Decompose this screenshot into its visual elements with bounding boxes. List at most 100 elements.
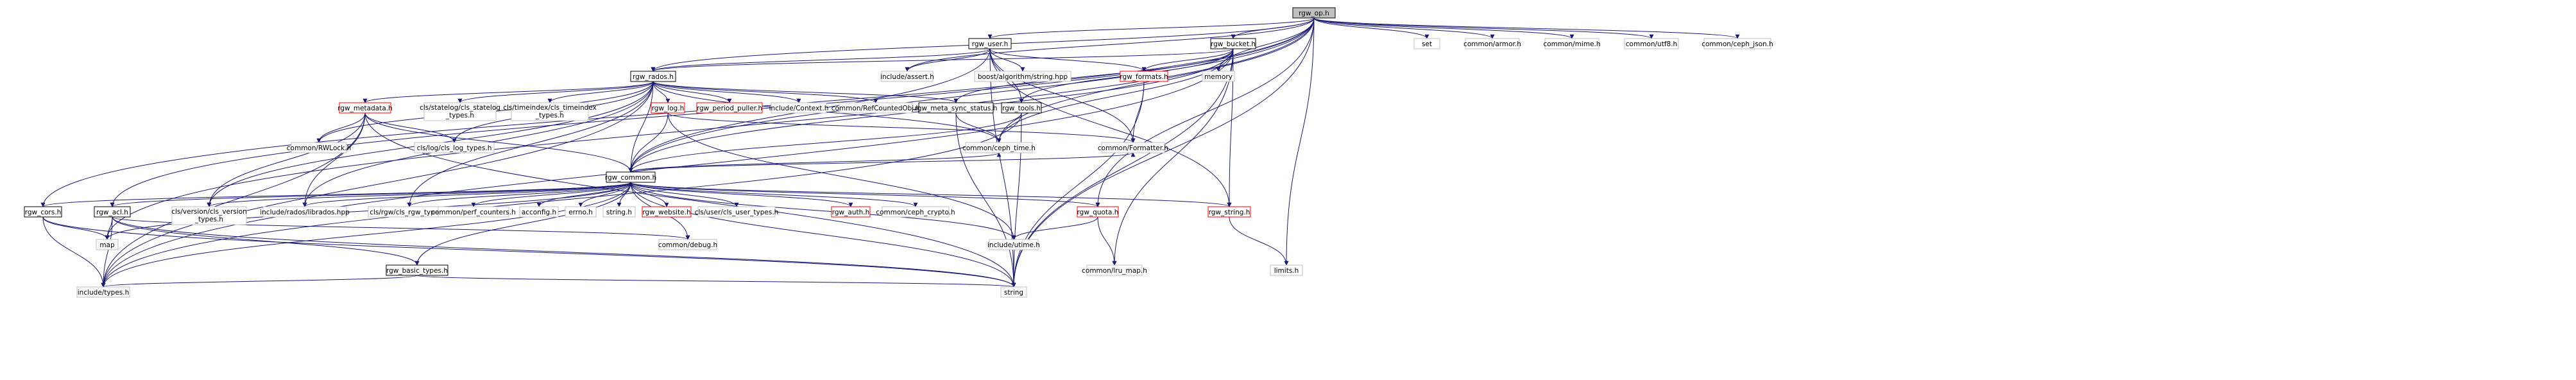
- node-lru-map: common/lru_map.h: [1082, 264, 1147, 276]
- edge-meta_sync-to-string: [955, 112, 1016, 288]
- node-rgw-cors[interactable]: rgw_cors.h: [24, 206, 62, 218]
- node-rgw-bucket[interactable]: rgw_bucket.h: [1210, 38, 1256, 49]
- node-ref-counted: common/RefCountedObj.h: [832, 102, 920, 114]
- edge-rgw_common-to-cls_rgw: [407, 182, 631, 207]
- edge-rgw_rados-to-rgw_common: [628, 81, 654, 173]
- node-timeindex: cls/timeindex/cls_timeindex_types.h: [503, 102, 597, 121]
- node-label: common/RefCountedObj.h: [832, 105, 920, 112]
- node-label: boost/algorithm/string.hpp: [978, 73, 1068, 81]
- edge-rgw_rados-to-timeindex: [547, 81, 654, 103]
- node-perf-counters: common/perf_counters.h: [431, 206, 516, 218]
- edge-rgw_common-to-ceph_time: [630, 152, 1002, 173]
- edge-rgw_common-to-librados: [302, 182, 631, 207]
- edge-rgw_rados-to-rgw_metadata: [363, 81, 654, 103]
- node-label: include/types.h: [78, 289, 130, 297]
- node-label: common/ceph_crypto.h: [876, 209, 955, 216]
- node-rgw-acl[interactable]: rgw_acl.h: [94, 206, 131, 218]
- edge-rgw_metadata-to-librados: [302, 112, 366, 207]
- edge-rgw_cors-to-include_types: [42, 216, 106, 288]
- node-label: rgw_auth.h: [832, 209, 870, 216]
- edge-rgw_bucket-to-rgw_rados: [651, 48, 1234, 72]
- node-rgw-website[interactable]: rgw_website.h: [642, 206, 692, 218]
- node-label: rgw_meta_sync_status.h: [915, 105, 998, 112]
- edge-rgw_metadata-to-string: [364, 112, 1016, 288]
- edge-rgw_basic_types-to-string: [416, 275, 1016, 288]
- node-rgw-string[interactable]: rgw_string.h: [1207, 206, 1251, 218]
- node-rgw-user[interactable]: rgw_user.h: [968, 38, 1012, 49]
- node-cls-log: cls/log/cls_log_types.h: [414, 142, 495, 153]
- node-label: cls/user/cls_user_types.h: [695, 209, 779, 216]
- edge-rgw_op-to-ceph_json: [1313, 17, 1740, 39]
- node-rgw-common[interactable]: rgw_common.h: [605, 171, 656, 183]
- node-label: rgw_rados.h: [633, 73, 674, 81]
- edge-rgw_metadata-to-rgw_common: [364, 112, 633, 173]
- edge-rgw_common-to-rgw_acl: [110, 182, 631, 207]
- node-label: acconfig.h: [522, 209, 556, 216]
- edge-rgw_cors-to-string: [42, 216, 1016, 288]
- node-armor: common/armor.h: [1463, 38, 1521, 49]
- node-boost-alg: boost/algorithm/string.hpp: [974, 71, 1071, 82]
- edge-rgw_acl-to-include_types: [101, 216, 113, 288]
- edge-rgw_op-to-mime: [1313, 17, 1574, 39]
- node-label: rgw_basic_types.h: [386, 267, 448, 275]
- edge-rgw_bucket-to-rgw_formats: [1141, 48, 1234, 72]
- node-utime: include/utime.h: [987, 239, 1040, 250]
- edge-rgw_metadata-to-cls_version: [207, 112, 366, 207]
- edge-rgw_common-to-rgw_website: [630, 182, 669, 207]
- node-rgw-basic-types[interactable]: rgw_basic_types.h: [386, 264, 448, 276]
- node-label: include/utime.h: [987, 241, 1040, 249]
- edge-rgw_metadata-to-cls_log: [364, 112, 457, 143]
- edge-rgw_quota-to-utime: [1011, 216, 1098, 240]
- edge-rgw_rados-to-statelog: [457, 81, 654, 103]
- edge-rgw_basic_types-to-include_types: [101, 275, 418, 288]
- node-include-types: include/types.h: [76, 286, 130, 298]
- node-label: cls/log/cls_log_types.h: [417, 144, 492, 152]
- node-rgw-op[interactable]: rgw_op.h: [1292, 7, 1336, 19]
- node-rgw-metadata[interactable]: rgw_metadata.h: [337, 102, 393, 114]
- node-errno: errno.h: [565, 206, 597, 218]
- node-rwlock: common/RWLock.h: [287, 142, 351, 153]
- node-label: cls/timeindex/cls_timeindex_types.h: [503, 104, 597, 119]
- edge-rgw_op-to-include_asset: [905, 17, 1315, 72]
- edge-rgw_common-to-ceph_crypto: [630, 182, 918, 207]
- node-label: common/perf_counters.h: [431, 209, 516, 216]
- node-label: rgw_user.h: [972, 40, 1009, 48]
- node-label: memory: [1204, 73, 1233, 81]
- node-label: string.h: [606, 209, 632, 216]
- node-meta-sync[interactable]: rgw_meta_sync_status.h: [915, 102, 998, 114]
- node-rgw-quota[interactable]: rgw_quota.h: [1077, 206, 1119, 218]
- node-period-puller[interactable]: rgw_period_puller.h: [696, 102, 763, 114]
- edge-rgw_op-to-armor: [1313, 17, 1495, 39]
- node-rgw-auth[interactable]: rgw_auth.h: [831, 206, 871, 218]
- edge-rgw_cors-to-map: [42, 216, 110, 240]
- edge-rgw_tools-to-include_types: [101, 112, 1022, 288]
- node-label: set: [1422, 40, 1432, 48]
- edge-rgw_op-to-utf8: [1313, 17, 1654, 39]
- node-label: rgw_acl.h: [96, 209, 128, 216]
- node-label: cls/version/cls_version_types.h: [171, 208, 247, 223]
- node-mime: common/mime.h: [1543, 38, 1601, 49]
- edge-rgw_rados-to-meta_sync: [653, 81, 959, 103]
- node-label: map: [99, 241, 115, 249]
- dependency-edges: [40, 17, 1740, 288]
- edge-rgw_rados-to-ref_counted: [653, 81, 878, 103]
- node-label: include/rados/librados.hpp: [260, 209, 350, 216]
- node-rgw-log[interactable]: rgw_log.h: [651, 102, 685, 114]
- edge-rgw_string-to-limits: [1229, 216, 1289, 266]
- edge-rgw_bucket-to-meta_sync: [953, 48, 1234, 103]
- node-label: common/lru_map.h: [1082, 267, 1147, 275]
- node-label: common/Formatter.h: [1098, 144, 1168, 152]
- edge-rgw_common-to-errno: [578, 182, 631, 207]
- node-cls-user: cls/user/cls_user_types.h: [695, 206, 779, 218]
- edge-rgw_quota-to-lru_map: [1097, 216, 1117, 266]
- node-rgw-tools[interactable]: rgw_tools.h: [1001, 102, 1042, 114]
- node-label: limits.h: [1274, 267, 1299, 275]
- node-label: rgw_website.h: [642, 209, 690, 216]
- node-label: common/utf8.h: [1626, 40, 1677, 48]
- node-rgw-rados[interactable]: rgw_rados.h: [630, 71, 676, 82]
- edge-rgw_tools-to-rgw_common: [628, 112, 1022, 173]
- node-label: rgw_quota.h: [1077, 209, 1119, 216]
- edge-rgw_metadata-to-rwlock: [316, 112, 366, 143]
- node-rgw-formats[interactable]: rgw_formats.h: [1120, 71, 1168, 82]
- node-label: cls/statelog/cls_statelog_types.h: [420, 104, 500, 119]
